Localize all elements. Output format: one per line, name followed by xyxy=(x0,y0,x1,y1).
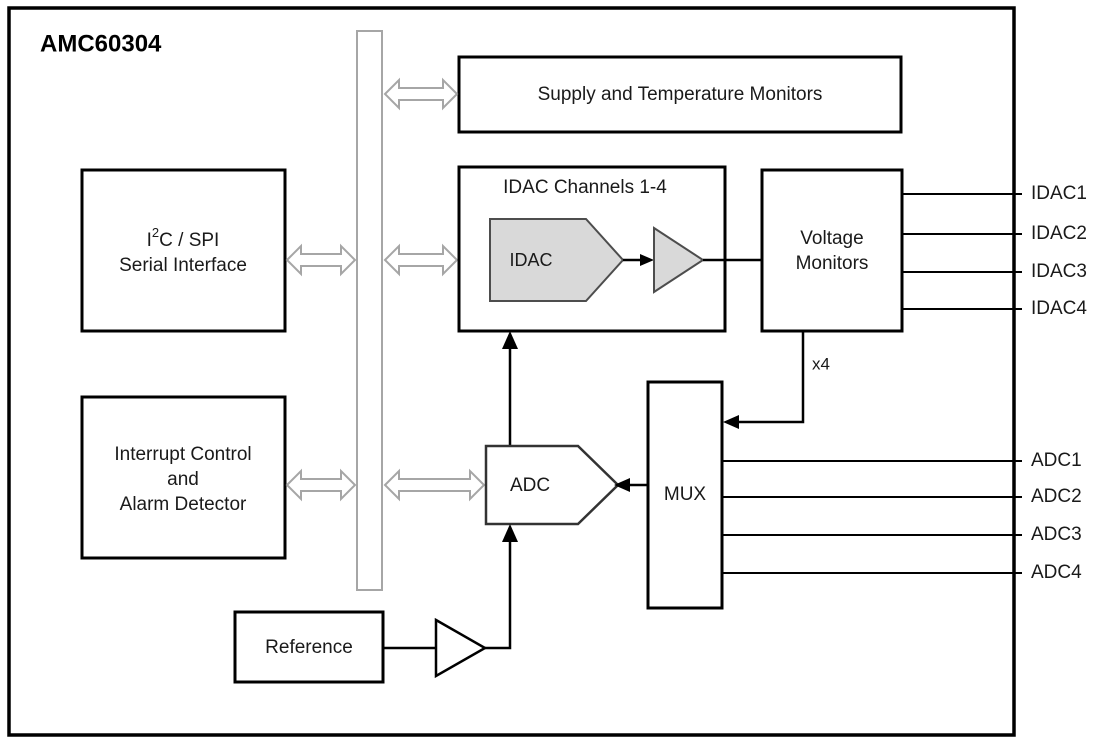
adc-block xyxy=(484,444,620,526)
bus-idac-channels-arrow xyxy=(383,243,459,277)
bus-adc-arrow xyxy=(383,468,486,502)
serial-interface-superscript-2: 2 xyxy=(152,225,159,240)
internal-bus-bar xyxy=(356,30,383,591)
mux-label: MUX xyxy=(664,484,707,505)
reference-to-adc-arrow xyxy=(485,524,518,650)
mux-block xyxy=(646,380,724,610)
bus-supply-monitors-arrow xyxy=(383,77,459,111)
interrupt-control-label-line3: Alarm Detector xyxy=(120,494,247,515)
idac-symbol xyxy=(489,218,625,302)
reference-buffer-amplifier xyxy=(434,617,488,679)
pin-label-adc4: ADC4 xyxy=(1031,562,1082,583)
adc-to-idac-channels-arrow xyxy=(502,331,518,446)
pin-label-adc2: ADC2 xyxy=(1031,486,1082,507)
voltage-monitors-label-line2: Monitors xyxy=(796,253,869,274)
pin-label-idac1: IDAC1 xyxy=(1031,183,1087,204)
mux-to-adc-arrow xyxy=(614,478,648,492)
serial-interface-label-line1: I2C / SPI xyxy=(147,225,220,251)
pin-label-idac3: IDAC3 xyxy=(1031,261,1087,282)
interrupt-control-label-line2: and xyxy=(167,469,199,490)
pin-label-adc1: ADC1 xyxy=(1031,450,1082,471)
pin-label-idac2: IDAC2 xyxy=(1031,223,1087,244)
pin-label-idac4: IDAC4 xyxy=(1031,298,1087,319)
interrupt-control-bus-arrow xyxy=(285,468,357,502)
idac-to-amplifier-arrow xyxy=(623,254,654,266)
serial-interface-protocol-i2c-prefix: I xyxy=(147,230,152,251)
voltage-monitors-label-line1: Voltage xyxy=(800,228,863,249)
reference-block xyxy=(233,610,385,684)
voltage-monitors-block xyxy=(760,168,904,333)
idac-output-amplifier xyxy=(653,226,705,294)
idac-symbol-label: IDAC xyxy=(509,250,552,270)
interrupt-control-label-line1: Interrupt Control xyxy=(114,444,251,465)
serial-interface-block xyxy=(80,168,287,333)
supply-temperature-monitors-label: Supply and Temperature Monitors xyxy=(538,84,823,105)
idac-channels-title: IDAC Channels 1-4 xyxy=(503,177,667,198)
chip-title: AMC60304 xyxy=(40,30,162,57)
pin-label-adc3: ADC3 xyxy=(1031,524,1082,545)
supply-temperature-monitors-block xyxy=(457,55,903,134)
feedback-multiplier-label: x4 xyxy=(812,354,830,373)
interrupt-control-block xyxy=(80,395,287,560)
reference-label: Reference xyxy=(265,637,353,658)
serial-interface-label-line2: Serial Interface xyxy=(119,255,247,276)
voltage-monitors-to-mux-feedback xyxy=(723,331,805,429)
serial-interface-protocol-suffix: C / SPI xyxy=(159,230,219,251)
adc-label: ADC xyxy=(510,475,550,496)
serial-interface-bus-arrow xyxy=(285,243,357,277)
